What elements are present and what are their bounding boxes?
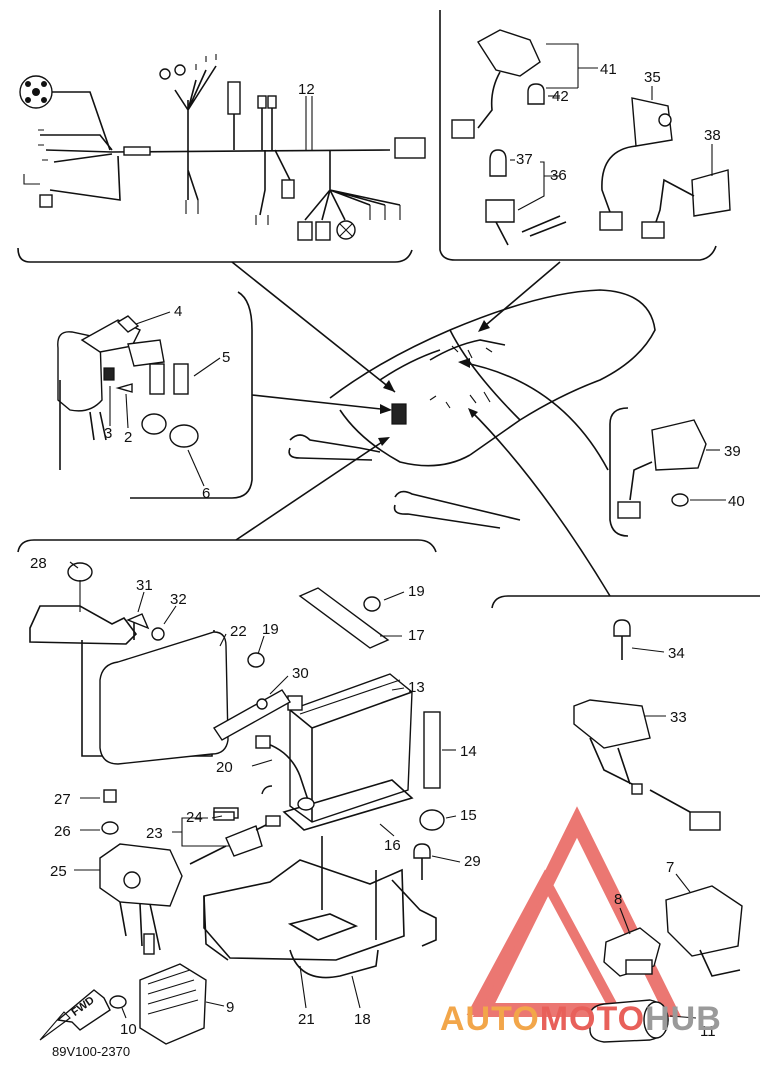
callout-27: 27	[54, 791, 71, 808]
callout-21: 21	[298, 1011, 315, 1028]
callout-15: 15	[460, 807, 477, 824]
callout-9: 9	[226, 999, 234, 1016]
callout-28: 28	[30, 555, 47, 572]
callout-19b: 19	[408, 583, 425, 600]
callout-2: 2	[124, 429, 132, 446]
callout-labels: 12 41 42 35 37 36 38 4 5 3 2 6 39 40 28 …	[30, 61, 745, 1040]
ignition-coil-group	[57, 315, 199, 470]
leader-lines	[231, 261, 611, 597]
callout-41: 41	[600, 61, 617, 78]
callout-13: 13	[408, 679, 425, 696]
callout-23: 23	[146, 825, 163, 842]
callout-20: 20	[216, 759, 233, 776]
diagram-code: 89V100-2370	[52, 1044, 130, 1059]
callout-35: 35	[644, 69, 661, 86]
callout-14: 14	[460, 743, 477, 760]
relay-39-group	[617, 419, 707, 519]
snowmobile-body	[288, 289, 656, 529]
callout-17: 17	[408, 627, 425, 644]
callout-32: 32	[170, 591, 187, 608]
callout-22: 22	[230, 623, 247, 640]
callout-5: 5	[222, 349, 230, 366]
callout-4: 4	[174, 303, 182, 320]
watermark-logo	[466, 806, 682, 1017]
callout-leaders	[69, 43, 726, 1019]
callout-19a: 19	[262, 621, 279, 638]
callout-38: 38	[704, 127, 721, 144]
callout-12: 12	[298, 81, 315, 98]
battery-group	[29, 562, 445, 1045]
callout-40: 40	[728, 493, 745, 510]
callout-11: 11	[700, 1023, 716, 1040]
callout-39: 39	[724, 443, 741, 460]
callout-25: 25	[50, 863, 67, 880]
watermark-text: AUTOMOTOHUB	[440, 1000, 722, 1038]
callout-36: 36	[550, 167, 567, 184]
callout-42: 42	[552, 88, 569, 105]
callout-3: 3	[104, 425, 112, 442]
callout-7: 7	[666, 859, 674, 876]
callout-26: 26	[54, 823, 71, 840]
callout-18: 18	[354, 1011, 371, 1028]
wire-harness	[19, 54, 426, 241]
callout-16: 16	[384, 837, 401, 854]
callout-6: 6	[202, 485, 210, 502]
callout-24: 24	[186, 809, 203, 826]
switch-components	[451, 29, 731, 246]
callout-37: 37	[516, 151, 533, 168]
callout-8: 8	[614, 891, 622, 908]
svg-text:AUTOMOTOHUB: AUTOMOTOHUB	[440, 1000, 722, 1038]
callout-31: 31	[136, 577, 153, 594]
callout-30: 30	[292, 665, 309, 682]
section-outlines	[17, 10, 760, 609]
callout-33: 33	[670, 709, 687, 726]
relay-33-group	[573, 619, 743, 1043]
callout-10: 10	[120, 1021, 137, 1038]
callout-34: 34	[668, 645, 685, 662]
callout-29: 29	[464, 853, 481, 870]
